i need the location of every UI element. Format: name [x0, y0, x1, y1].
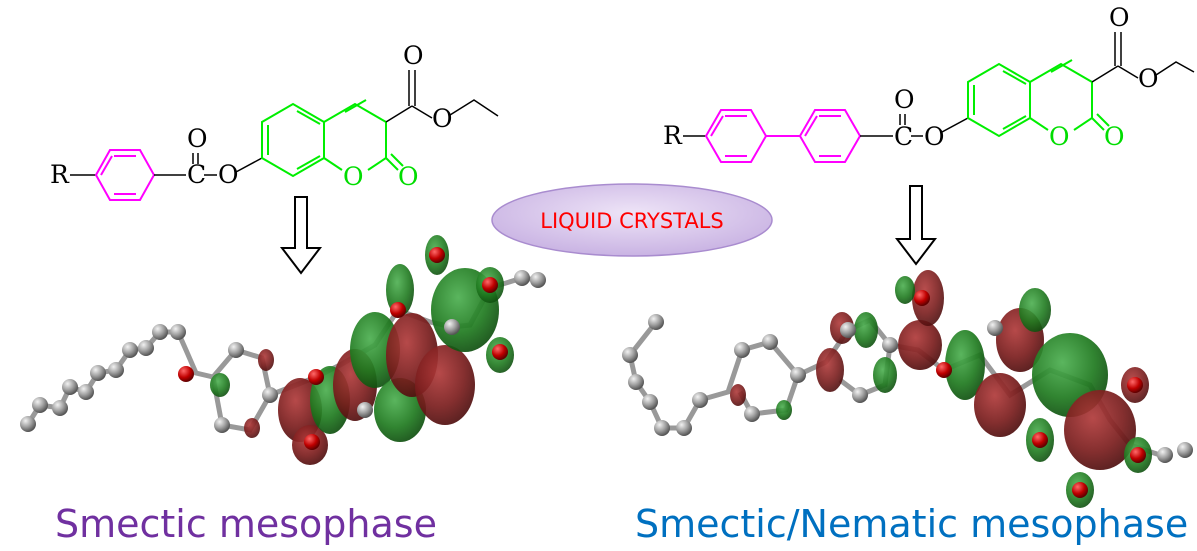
right-orbital-green-4	[945, 330, 985, 400]
right-caption: Smectic/Nematic mesophase	[635, 502, 1189, 546]
left-ester-o-bond	[411, 105, 433, 119]
right-orbital-green-1	[854, 312, 878, 348]
right-carbonyl-o: O	[894, 85, 915, 114]
right-orbital-red-7	[1064, 390, 1136, 470]
left-coumarin-core	[261, 99, 404, 178]
right-lactone-o: O	[1049, 122, 1070, 151]
right-orbital-model	[622, 270, 1193, 508]
left-ethyl-chain	[449, 99, 499, 117]
right-orbital-green-2	[873, 357, 897, 393]
left-orbital-green-5	[386, 264, 414, 316]
left-orbital-red-7	[244, 418, 260, 438]
left-r-label: R	[50, 160, 70, 189]
left-ethyl-ester-o1: O	[403, 41, 424, 70]
right-ethyl-ester-o2: O	[1138, 64, 1159, 93]
right-orbital-red-9	[730, 384, 746, 406]
right-carbonyl-c: C	[894, 122, 913, 151]
badge-label: LIQUID CRYSTALS	[540, 209, 724, 233]
left-lactone-o: O	[343, 162, 364, 191]
right-orbital-red-3	[898, 320, 942, 370]
right-orbital-green-3	[895, 276, 915, 304]
right-biphenyl-rings	[704, 109, 862, 163]
right-structure: R C O O	[663, 3, 1195, 163]
left-orbital-green-9	[210, 373, 230, 397]
left-down-arrow-icon	[279, 196, 323, 275]
left-o-coumarin-bond	[235, 157, 263, 173]
left-structure: R C O O O O	[50, 41, 499, 201]
right-down-arrow-icon	[894, 185, 938, 266]
right-atoms	[622, 290, 1193, 498]
right-orbital-green-5	[1019, 288, 1051, 332]
right-ester-o: O	[924, 122, 945, 151]
left-carbonyl-o: O	[187, 124, 208, 153]
left-lactone-carbonyl-o: O	[398, 162, 419, 191]
left-caption: Smectic mesophase	[55, 502, 437, 546]
right-ester-o-bond	[1117, 65, 1139, 79]
left-orbital-red-5	[415, 345, 475, 425]
right-ester-c-bond	[1091, 65, 1119, 83]
left-ethyl-ester-o2: O	[432, 104, 453, 133]
left-ester-c-bond	[385, 105, 413, 123]
right-orbital-red-1	[816, 348, 844, 392]
left-atoms	[20, 247, 546, 450]
right-ethyl-ester-o1: O	[1109, 3, 1130, 32]
right-coumarin-core	[967, 59, 1110, 138]
right-r-label: R	[663, 121, 683, 150]
left-orbital-red-6	[258, 349, 274, 371]
left-carbonyl-c: C	[187, 160, 206, 189]
right-o-coumarin-bond	[941, 117, 969, 133]
liquid-crystals-badge: LIQUID CRYSTALS	[491, 183, 773, 257]
right-lactone-carbonyl-o: O	[1104, 122, 1125, 151]
right-orbital-green-10	[776, 400, 792, 420]
right-ethyl-chain	[1155, 61, 1195, 76]
left-orbital-model	[20, 235, 546, 465]
right-orbital-red-5	[974, 373, 1026, 437]
left-phenyl-ring	[94, 149, 156, 201]
left-ester-o: O	[218, 160, 239, 189]
